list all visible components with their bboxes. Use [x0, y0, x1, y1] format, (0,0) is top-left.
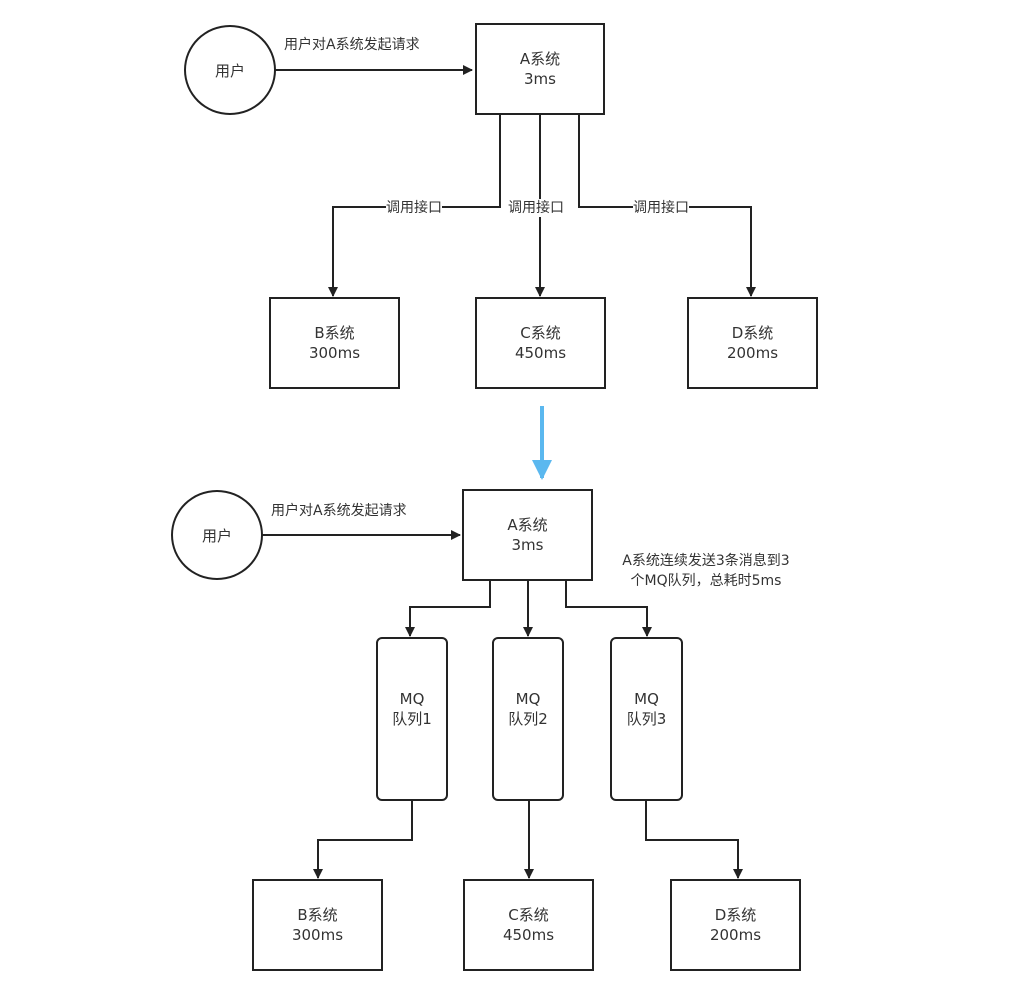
arrow-mq3-to-d — [645, 801, 743, 879]
call-label-d: 调用接口 — [633, 199, 689, 217]
arrow-a-to-mq3 — [565, 581, 652, 637]
a-system-name: A系统 — [507, 516, 548, 534]
a-system-top: A系统 3ms — [475, 23, 605, 115]
call-label-b: 调用接口 — [386, 199, 442, 217]
c-system-time: 450ms — [514, 344, 567, 362]
d-system-top: D系统 200ms — [687, 297, 818, 389]
request-label-top: 用户对A系统发起请求 — [284, 37, 420, 53]
b-system-time: 300ms — [291, 926, 344, 944]
request-label-bottom: 用户对A系统发起请求 — [271, 503, 407, 519]
mq-note-line2: 个MQ队列，总耗时5ms — [630, 573, 782, 589]
arrow-a-to-mq1 — [405, 581, 491, 637]
mq-label: MQ — [634, 690, 659, 708]
mq-queue-3: MQ 队列3 — [610, 637, 683, 801]
d-system-time: 200ms — [709, 926, 762, 944]
c-system-name: C系统 — [520, 324, 561, 342]
a-system-time: 3ms — [511, 536, 544, 554]
c-system-bottom: C系统 450ms — [463, 879, 594, 971]
arrow-mq1-to-b — [313, 801, 413, 879]
mq-note: A系统连续发送3条消息到3 个MQ队列，总耗时5ms — [600, 551, 812, 591]
b-system-time: 300ms — [308, 344, 361, 362]
b-system-top: B系统 300ms — [269, 297, 400, 389]
a-system-bottom: A系统 3ms — [462, 489, 593, 581]
mq-note-line1: A系统连续发送3条消息到3 — [622, 553, 790, 569]
d-system-name: D系统 — [731, 324, 774, 342]
b-system-name: B系统 — [297, 906, 338, 924]
a-system-name: A系统 — [519, 50, 561, 68]
mq-queue-1: MQ 队列1 — [376, 637, 448, 801]
d-system-name: D系统 — [714, 906, 757, 924]
user-label: 用户 — [214, 61, 245, 80]
user-label: 用户 — [201, 526, 232, 545]
d-system-time: 200ms — [726, 344, 779, 362]
queue-label: 队列1 — [392, 710, 432, 728]
queue-label: 队列3 — [626, 710, 667, 728]
mq-label: MQ — [399, 690, 425, 708]
c-system-name: C系统 — [508, 906, 549, 924]
b-system-bottom: B系统 300ms — [252, 879, 383, 971]
queue-label: 队列2 — [508, 710, 548, 728]
user-node-bottom: 用户 — [171, 490, 263, 580]
call-label-c: 调用接口 — [508, 199, 564, 217]
mq-queue-2: MQ 队列2 — [492, 637, 564, 801]
c-system-time: 450ms — [502, 926, 555, 944]
a-system-time: 3ms — [524, 70, 556, 88]
b-system-name: B系统 — [314, 324, 355, 342]
mq-label: MQ — [515, 690, 541, 708]
c-system-top: C系统 450ms — [475, 297, 606, 389]
d-system-bottom: D系统 200ms — [670, 879, 801, 971]
user-node-top: 用户 — [184, 25, 276, 115]
